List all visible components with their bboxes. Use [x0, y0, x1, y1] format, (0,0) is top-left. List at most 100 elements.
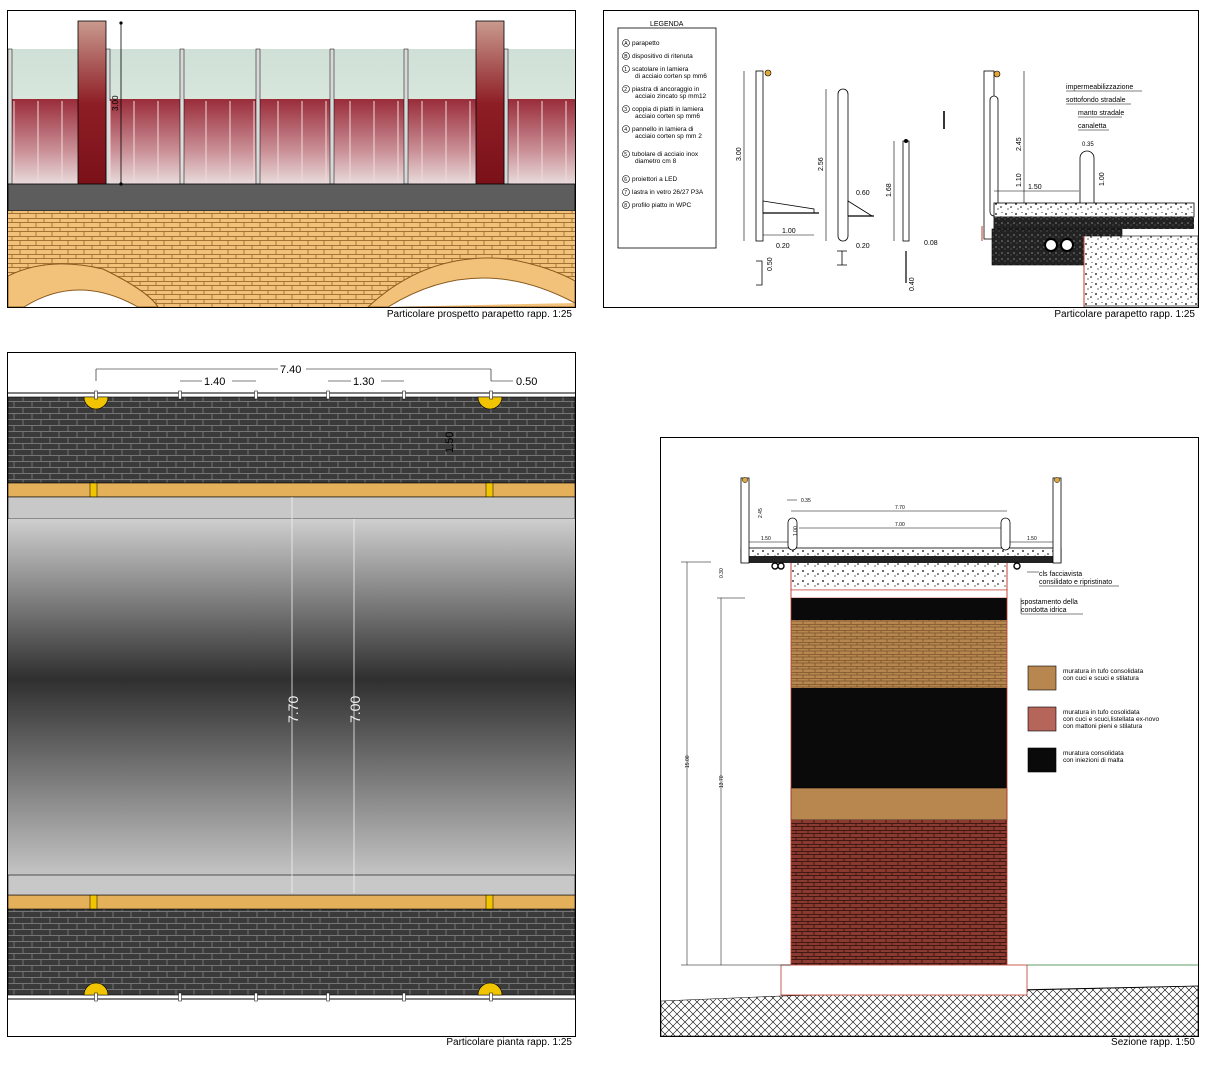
label-canaletta: canaletta	[1078, 123, 1107, 130]
legend-text: con iniezioni di malta	[1063, 757, 1124, 764]
detail-dim-060: 0.60	[856, 190, 870, 197]
plan-dim-b: 1.30	[353, 376, 374, 388]
legend-text: di acciaio corten sp mm6	[635, 73, 707, 80]
legend-text: con cuci e scuci,listellata ex-novo	[1063, 716, 1159, 723]
legend-text: proiettori a LED	[632, 176, 677, 183]
legend-title: LEGENDA	[650, 21, 684, 28]
section-dim-1370: 13.70	[719, 775, 725, 788]
plan-dim-side: 1.50	[444, 432, 456, 453]
detail-dim-040: 0.40	[909, 277, 916, 291]
elevation-drawing: 3.00	[8, 20, 575, 307]
detail-dim-020a: 0.20	[776, 243, 790, 250]
plan-dim-700: 7.00	[347, 696, 363, 723]
elevation-caption: Particolare prospetto parapetto rapp. 1:…	[386, 309, 572, 320]
elevation-dim-height: 3.00	[111, 95, 120, 111]
detail-dim-020b: 0.20	[856, 243, 870, 250]
section-dim-030: 0.30	[719, 568, 725, 578]
detail-dim-110: 1.10	[1016, 173, 1023, 187]
legend-key: 2	[624, 87, 627, 93]
section-caption: Sezione rapp. 1:50	[1111, 1037, 1195, 1048]
legend-text: dispositivo di ritenuta	[632, 53, 693, 60]
legend-swatch	[1027, 706, 1057, 732]
detail-dim-256: 2.56	[818, 157, 825, 171]
legend-key: 7	[624, 190, 627, 196]
label-manto: manto stradale	[1078, 110, 1124, 117]
legend-key: 5	[624, 152, 627, 158]
section-label-spost2: condotta idrica	[1021, 607, 1067, 614]
detail-dim-008: 0.08	[924, 240, 938, 247]
legend-key: 8	[624, 203, 627, 209]
plan-drawing: 7.40 1.40 1.30 0.50 1.50 7.70 7.00	[8, 363, 575, 1002]
legend-swatch	[1027, 665, 1057, 691]
legend-swatch	[1027, 747, 1057, 773]
detail-dim-035: 0.35	[1082, 142, 1094, 148]
section-dim-150a: 1.50	[761, 536, 771, 542]
legend-box	[617, 27, 717, 249]
legend-text: acciaio corten sp mm 2	[635, 133, 702, 140]
section-dim-100: 1.00	[793, 526, 799, 536]
detail-caption: Particolare parapetto rapp. 1:25	[1054, 309, 1195, 320]
detail-dim-050: 0.50	[767, 257, 774, 271]
legend-key: B	[624, 54, 628, 60]
legend-text: tubolare di acciaio inox	[632, 151, 699, 158]
legend-text: muratura in tufo consolidata	[1063, 668, 1144, 675]
legend-key: 4	[624, 127, 627, 133]
detail-dim-150: 1.50	[1028, 184, 1042, 191]
legend-text: acciaio zincato sp mm12	[635, 93, 707, 100]
detail-dim-100: 1.00	[782, 228, 796, 235]
plan-dim-total: 7.40	[280, 364, 301, 376]
legend-text: muratura consolidata	[1063, 750, 1124, 757]
plan-post-ticks	[94, 390, 493, 1002]
section-dim-700: 7.00	[895, 522, 905, 528]
legend-text: diametro cm 8	[635, 158, 677, 165]
section-label-spost1: spostamento della	[1021, 599, 1078, 606]
legend-text: scatolare in lamiera	[632, 66, 689, 73]
plan-dim-a: 1.40	[204, 376, 225, 388]
plan-dim-770: 7.70	[285, 696, 301, 723]
deck-band	[8, 183, 575, 212]
section-label-cls1: cls facciavista	[1039, 571, 1082, 578]
plan-dim-c: 0.50	[516, 376, 537, 388]
legend-key: 6	[624, 177, 627, 183]
legend-text: piastra di ancoraggio in	[632, 86, 700, 93]
section-dim-1500: 15.00	[685, 755, 691, 768]
legend-text: parapetto	[632, 40, 660, 47]
detail-dim-245: 2.45	[1016, 137, 1023, 151]
section-dim-245: 2.45	[758, 508, 764, 518]
section-panel: 0.35 7.70 7.00 2.45 1.00 1.50 1.50 15.00…	[660, 437, 1199, 1037]
section-label-cls2: consilidato e ripristinato	[1039, 579, 1112, 586]
detail-dim-100b: 1.00	[1099, 172, 1106, 186]
legend-key: A	[624, 41, 628, 47]
legend-key: 1	[624, 67, 627, 73]
legend-key: 3	[624, 107, 627, 113]
label-imperm: impermeabilizzazione	[1066, 84, 1133, 91]
section-dim-770: 7.70	[895, 505, 905, 511]
plan-panel: 7.40 1.40 1.30 0.50 1.50 7.70 7.00	[7, 352, 576, 1037]
section-dim-150b: 1.50	[1027, 536, 1037, 542]
legend-text: muratura in tufo cosolidata	[1063, 709, 1140, 716]
pillar-left	[77, 20, 107, 187]
legend-item: 7 lastra in vetro 26/27 P3A	[622, 188, 704, 196]
legend-text: con mattoni pieni e stilatura	[1063, 723, 1143, 730]
plan-caption: Particolare pianta rapp. 1:25	[446, 1037, 572, 1048]
legend-text: pannello in lamiera di	[632, 126, 693, 133]
legend-text: acciaio corten sp mm6	[635, 113, 700, 120]
legend-text: con cuci e scuci e stilatura	[1063, 675, 1139, 682]
section-drawing: 0.35 7.70 7.00 2.45 1.00 1.50 1.50 15.00…	[661, 477, 1198, 1036]
detail-dim-300: 3.00	[736, 147, 743, 161]
legend-text: lastra in vetro 26/27 P3A	[632, 189, 704, 196]
